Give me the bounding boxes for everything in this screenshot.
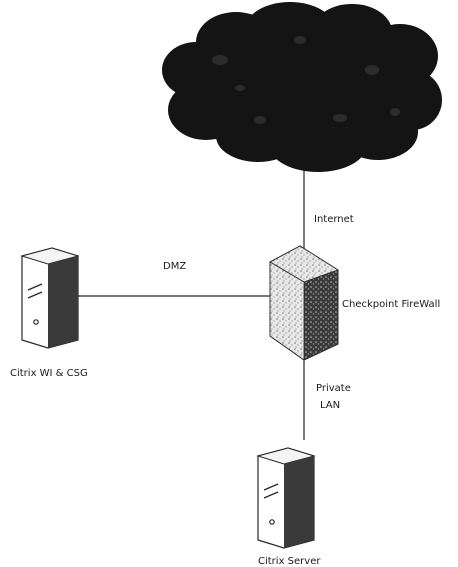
firewall-label: Checkpoint FireWall <box>342 299 440 310</box>
private-lan-label-line1: Private <box>316 383 351 394</box>
server-icon-citrix-server <box>256 447 316 549</box>
internet-link-label: Internet <box>314 214 354 225</box>
citrix-server-label: Citrix Server <box>258 556 321 567</box>
dmz-link-label: DMZ <box>163 261 186 272</box>
firewall-icon <box>269 245 339 361</box>
server-icon-wi-csg <box>20 247 80 349</box>
cloud-icon <box>162 2 442 172</box>
wi-csg-label: Citrix WI & CSG <box>10 368 88 379</box>
private-lan-label-line2: LAN <box>320 400 340 411</box>
